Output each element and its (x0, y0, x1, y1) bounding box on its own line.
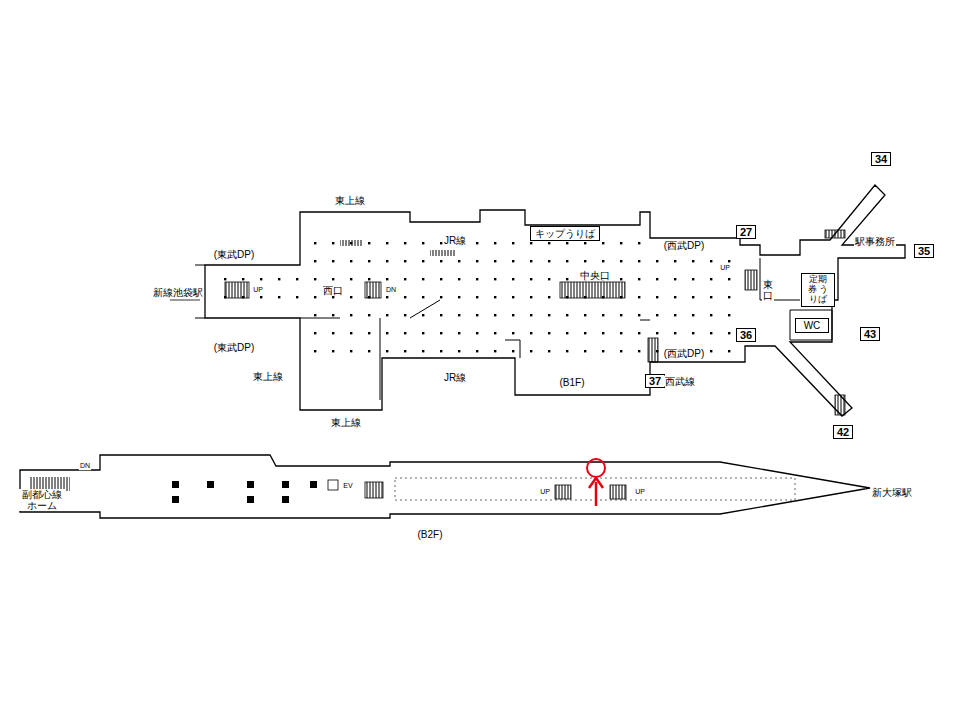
place-label: 東口 (762, 279, 774, 301)
place-label: (西武DP) (663, 240, 706, 251)
node-text: キップうりば (534, 228, 596, 239)
exit-number: 27 (736, 225, 756, 239)
place-label: 東上線 (330, 417, 362, 428)
facility-box: 定期券 うりば (801, 273, 835, 307)
b2f-outline (20, 455, 870, 518)
b1f-outline (205, 185, 905, 416)
exit-number: 37 (645, 374, 665, 388)
place-label: JR線 (443, 372, 467, 383)
place-label: 西武線 (664, 376, 696, 387)
node-text: 27 (740, 226, 752, 238)
place-label: (東武DP) (213, 249, 256, 260)
place-label: 副都心線 ホーム (19, 489, 65, 511)
node-text: 36 (740, 329, 752, 341)
symbol-label: UP (252, 286, 264, 294)
node-text: 43 (864, 328, 876, 340)
symbol-label: UP (719, 264, 731, 272)
symbol-label: UP (634, 488, 646, 496)
facility-box: WC (795, 318, 829, 333)
place-label: (B2F) (417, 529, 444, 540)
node-text: 34 (875, 153, 887, 165)
place-label: (西武DP) (663, 348, 706, 359)
place-label: 東上線 (334, 195, 366, 206)
exit-number: 35 (914, 244, 934, 258)
place-label: 西口 (322, 285, 344, 296)
place-label: (東武DP) (213, 342, 256, 353)
node-text: WC (799, 320, 825, 331)
symbol-label: UP (539, 488, 551, 496)
exit-number: 34 (871, 152, 891, 166)
exit-number: 43 (860, 327, 880, 341)
node-text: 定期券 うりば (805, 275, 831, 305)
symbol-label: EV (342, 482, 353, 490)
place-label: JR線 (443, 235, 467, 246)
place-label: 新大塚駅 (871, 487, 913, 498)
place-label: 東上線 (252, 371, 284, 382)
exit-number: 42 (833, 425, 853, 439)
node-text: 35 (918, 245, 930, 257)
node-text: 42 (837, 426, 849, 438)
symbol-label: DN (79, 462, 91, 470)
place-label: 中央口 (579, 270, 611, 281)
node-text: 37 (649, 375, 661, 387)
exit-number: 36 (736, 328, 756, 342)
place-label: 新線池袋駅 (152, 287, 204, 298)
place-label: (B1F) (559, 377, 586, 388)
place-label: 駅事務所 (854, 236, 896, 247)
facility-box: キップうりば (530, 226, 600, 241)
symbol-label: DN (385, 286, 397, 294)
